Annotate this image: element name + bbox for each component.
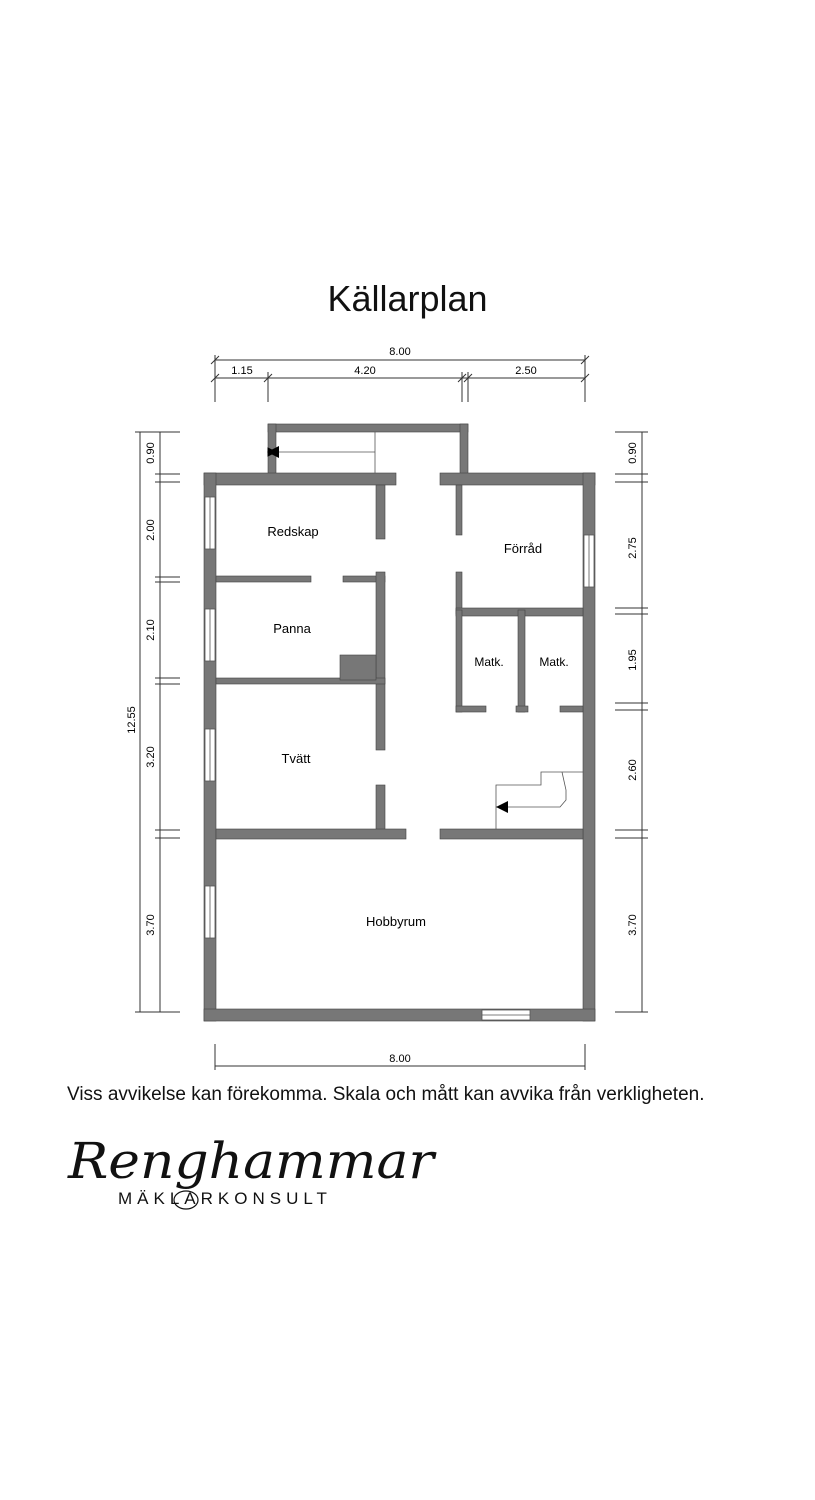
dim-left-seg-5: 3.70 (145, 914, 157, 935)
dim-bottom-total: 8.00 (389, 1053, 410, 1065)
disclaimer-text: Viss avvikelse kan förekomma. Skala och … (67, 1084, 705, 1105)
floor-plan: 8.00 1.15 4.20 2.50 8.00 12.55 0.90 2.00… (126, 346, 648, 1070)
dim-right-seg-2: 2.75 (627, 537, 639, 558)
dimension-bottom (214, 1044, 586, 1070)
logo-swash (173, 1190, 199, 1210)
dimension-right (615, 431, 648, 1013)
dimension-left (135, 431, 180, 1013)
room-label-matk-left: Matk. (474, 655, 503, 669)
logo-subtitle: MÄKLARKONSULT (118, 1189, 332, 1208)
plan-title: Källarplan (327, 278, 488, 319)
stairs-bottom (495, 771, 583, 829)
dim-right-seg-4: 2.60 (627, 759, 639, 780)
dim-right-seg-1: 0.90 (627, 442, 639, 463)
dim-top-total: 8.00 (389, 346, 410, 358)
room-label-matk-right: Matk. (539, 655, 568, 669)
dimension-top (210, 355, 590, 402)
dim-left-total: 12.55 (126, 706, 138, 734)
stair-arrow-bottom (496, 801, 508, 813)
room-label-tvatt: Tvätt (282, 751, 311, 766)
stair-arrow-top (267, 446, 279, 458)
dim-left-seg-4: 3.20 (145, 746, 157, 767)
room-label-panna: Panna (273, 621, 311, 636)
walls (203, 423, 596, 1022)
dim-left-seg-2: 2.00 (145, 519, 157, 540)
dim-right-seg-3: 1.95 (627, 649, 639, 670)
room-label-forrad: Förråd (504, 541, 542, 556)
windows (204, 496, 595, 1021)
dim-top-seg-2: 4.20 (354, 365, 375, 377)
brand-logo: Renghammar MÄKLARKONSULT (67, 1132, 437, 1210)
dim-top-seg-1: 1.15 (231, 365, 252, 377)
dim-top-seg-3: 2.50 (515, 365, 536, 377)
dim-left-seg-3: 2.10 (145, 619, 157, 640)
room-label-hobbyrum: Hobbyrum (366, 914, 426, 929)
dim-left-seg-1: 0.90 (145, 442, 157, 463)
stairs-top (267, 432, 376, 473)
room-label-redskap: Redskap (267, 524, 318, 539)
dim-right-seg-5: 3.70 (627, 914, 639, 935)
logo-wordmark: Renghammar (67, 1132, 437, 1190)
